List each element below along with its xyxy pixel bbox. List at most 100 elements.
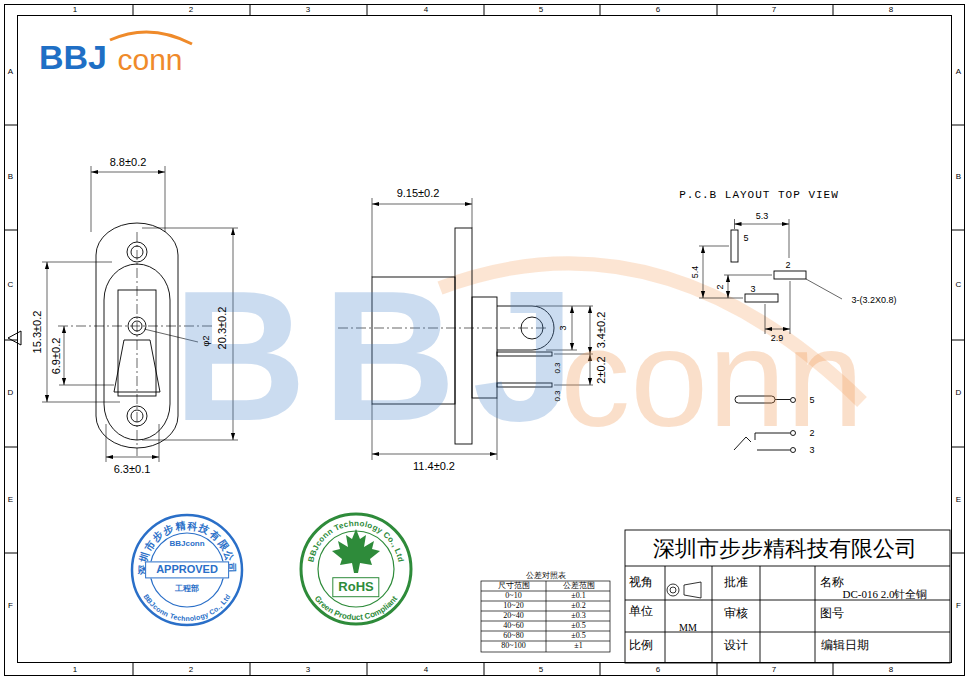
dimension-line	[372, 204, 472, 205]
stamp-text-path: Green Product Compliant	[313, 594, 400, 622]
dimension-label: 2.9	[771, 334, 784, 343]
table-cell: 80~100	[501, 642, 525, 650]
grid-number: 6	[656, 6, 660, 14]
dimension-label: 15.3±0.2	[32, 311, 43, 354]
dimension-line	[47, 262, 48, 402]
dimension-line	[42, 262, 120, 402]
tolerance-table	[481, 581, 610, 652]
grid-letter: F	[956, 602, 961, 610]
grid-number: 2	[189, 6, 193, 14]
grid-letter: E	[8, 496, 13, 504]
pin-number: 2	[809, 429, 814, 438]
pcb-pad	[731, 230, 738, 262]
title-cell: 审核	[724, 607, 748, 619]
dimension-line	[735, 224, 790, 225]
pin-number: 5	[743, 234, 748, 243]
logo-text: conn	[117, 45, 182, 75]
table-cell: 10~20	[503, 602, 523, 610]
company-name: 深圳市步步精科技有限公司	[653, 538, 917, 560]
grid-number: 1	[73, 666, 77, 674]
pin-schematic	[791, 448, 796, 453]
grid-number: 7	[772, 6, 776, 14]
table-cell: ±0.5	[571, 632, 585, 640]
maple-leaf	[332, 529, 380, 573]
pcb-pad	[774, 271, 806, 279]
dimension-line	[91, 166, 165, 232]
drawing-frame	[18, 16, 952, 663]
dimension-label: 11.4±0.2	[413, 461, 455, 472]
grid-number: 3	[306, 666, 310, 674]
view-title: P.C.B LAYOUT TOP VIEW	[679, 190, 839, 201]
title-cell: 比例	[629, 639, 653, 651]
pin-number: 5	[809, 396, 814, 405]
logo-swoosh	[110, 32, 192, 44]
tolerance-table	[481, 581, 610, 652]
title-cell: MM	[679, 623, 697, 633]
grid-number: 8	[889, 666, 893, 674]
title-cell: 单位	[629, 605, 653, 617]
watermark: BBJ	[173, 264, 591, 449]
grid-number: 5	[539, 6, 543, 14]
dimension-line	[372, 454, 497, 455]
grid-letter: B	[956, 173, 961, 181]
title-cell: 批准	[724, 576, 748, 588]
dimension-label: 9.15±0.2	[397, 188, 440, 199]
dimension-line	[91, 172, 165, 173]
grid-letter: A	[8, 68, 13, 76]
grid-letter: E	[956, 496, 961, 504]
dimension-label: 20.3±0.2	[217, 307, 228, 350]
table-cell: ±0.1	[571, 592, 585, 600]
grid-letter: A	[956, 68, 961, 76]
dimension-line	[64, 326, 65, 385]
table-cell: 公差范围	[563, 582, 595, 590]
pad-note: 3-(3.2X0.8)	[851, 296, 896, 305]
pin-number: 2	[785, 261, 790, 270]
stamp: BBJconn Technology Co., LtdGreen Product…	[298, 511, 414, 627]
title-cell: 编辑日期	[821, 639, 869, 651]
grid-letter: B	[8, 173, 13, 181]
dimension-line	[806, 279, 842, 299]
dimension-line	[735, 219, 790, 258]
grid-number: 8	[889, 6, 893, 14]
dimension-label: 5.3	[756, 212, 769, 221]
title-block	[625, 566, 950, 663]
dimension-label: 2±0.2	[596, 356, 607, 383]
grid-number: 1	[73, 6, 77, 14]
projection-symbol	[670, 587, 676, 593]
projection-symbol	[667, 584, 679, 596]
stamp-ring	[301, 514, 411, 624]
pcb-pad	[731, 230, 806, 302]
drawing-frame	[4, 4, 965, 676]
logo-text: BBJ	[39, 40, 107, 74]
pcb-pad	[745, 294, 778, 302]
grid-number: 7	[772, 666, 776, 674]
table-cell: 尺寸范围	[498, 582, 530, 590]
dimension-line	[106, 457, 159, 458]
table-cell: ±0.2	[571, 602, 585, 610]
table-cell: 0~10	[505, 592, 521, 600]
dimension-label: 0.3	[554, 390, 562, 401]
title-cell: 设计	[724, 639, 748, 651]
pin-number: 3	[809, 446, 814, 455]
grid-number: 6	[656, 666, 660, 674]
stamp-text-path: BBJconn Technology Co., Ltd	[142, 593, 231, 622]
table-cell: 40~60	[503, 622, 523, 630]
grid-number: 4	[424, 666, 428, 674]
stamp-badge: RoHS	[332, 577, 379, 597]
dimension-label: 0.3	[554, 362, 562, 373]
drawing-frame	[4, 4, 965, 676]
table-cell: ±0.5	[571, 622, 585, 630]
stamp: 深圳市步步精科技有限公司BBJconn Technology Co., LtdB…	[130, 513, 244, 627]
grid-letter: F	[8, 602, 13, 610]
dimension-label: φ2	[202, 336, 211, 347]
title-block	[625, 530, 950, 663]
dimension-label: 6.3±0.1	[114, 464, 151, 475]
grid-letter: C	[956, 281, 962, 289]
stamp-ring	[132, 515, 242, 625]
dimension-label: 3.4±0.2	[596, 312, 607, 349]
dimension-line	[728, 275, 729, 298]
dimension-line	[106, 424, 159, 462]
grid-letter: D	[8, 389, 14, 397]
stamp-text-path: BBJconn Technology Co., Ltd	[307, 519, 406, 563]
